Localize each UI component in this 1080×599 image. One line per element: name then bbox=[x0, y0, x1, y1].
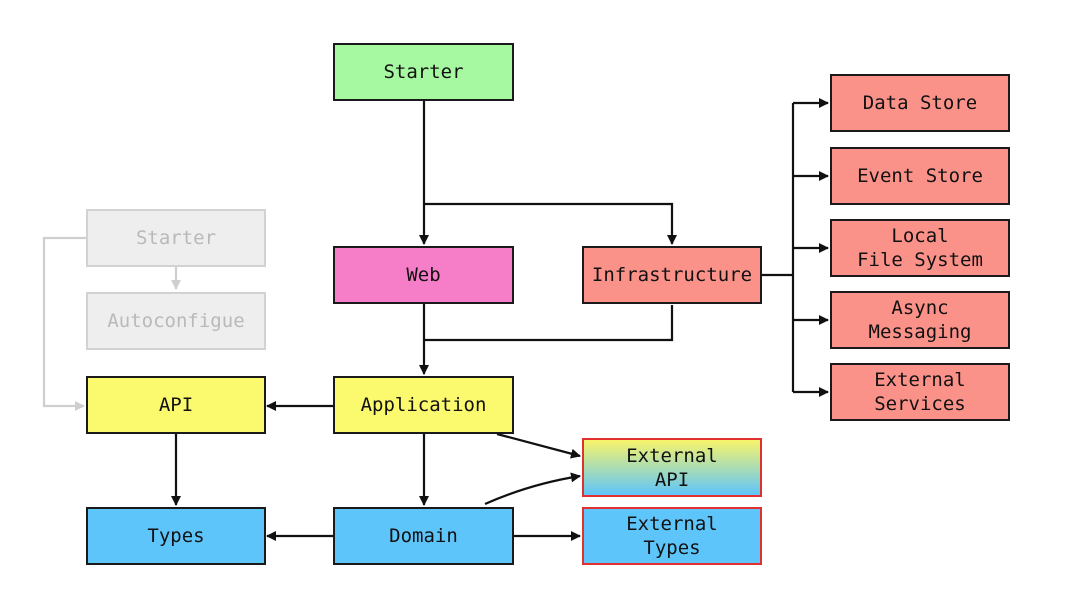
external-types-node: External Types bbox=[582, 507, 762, 565]
external-api-node: External API bbox=[582, 438, 762, 497]
edge-starter-infrastructure bbox=[424, 202, 677, 245]
edge-faded-starter-api bbox=[42, 236, 86, 411]
edge-infrastructure-application bbox=[424, 305, 674, 342]
web-node: Web bbox=[333, 246, 514, 304]
async-messaging-node: Async Messaging bbox=[830, 291, 1010, 349]
starter-node: Starter bbox=[333, 43, 514, 101]
starter-faded-node: Starter bbox=[86, 209, 266, 267]
data-store-node: Data Store bbox=[830, 74, 1010, 132]
infrastructure-node: Infrastructure bbox=[582, 246, 762, 304]
application-node: Application bbox=[333, 376, 514, 434]
autoconfigure-node: Autoconfigue bbox=[86, 292, 266, 350]
edge-domain-external-api bbox=[484, 472, 581, 506]
local-file-system-node: Local File System bbox=[830, 219, 1010, 277]
api-node: API bbox=[86, 376, 266, 434]
edge-application-external-api bbox=[496, 432, 581, 459]
types-node: Types bbox=[86, 507, 266, 565]
external-services-node: External Services bbox=[830, 363, 1010, 421]
event-store-node: Event Store bbox=[830, 147, 1010, 205]
domain-node: Domain bbox=[333, 507, 514, 565]
